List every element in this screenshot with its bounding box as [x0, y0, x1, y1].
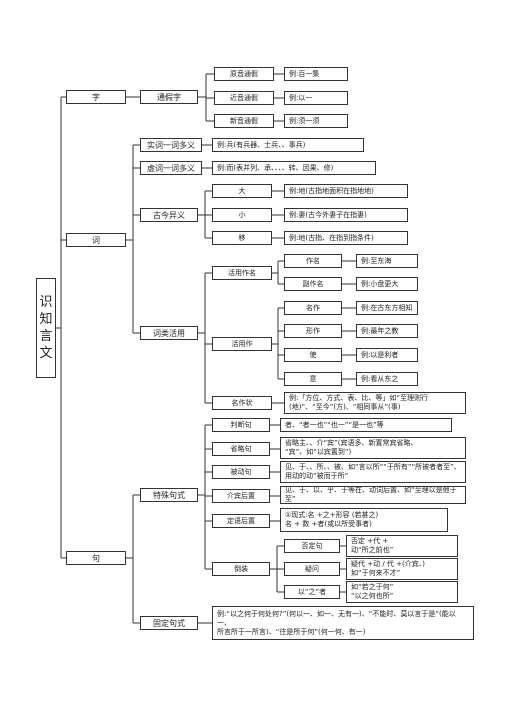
huoyong-dongci: 活用作 — [212, 337, 272, 351]
branch-ju: 句 — [66, 551, 126, 565]
daozhi-sub-example-0: 否定 +代 + 动“所之前也” — [346, 535, 458, 557]
gujin-example-1: 例:妻(古今外妻子在指妻) — [284, 208, 408, 222]
tongjia-label-1: 近音通假 — [214, 91, 274, 105]
teshu-label-4: 定语后置 — [212, 514, 270, 528]
tongjia-label-0: 原音通假 — [214, 67, 274, 81]
tongjia-example-1: 例:以一 — [284, 91, 348, 105]
tongjia-label-2: 新音通假 — [214, 114, 274, 128]
mingci-example-1: 例:小盘更大 — [356, 277, 418, 291]
node-tongjiazi: 通假字 — [140, 90, 198, 104]
dongci-label-2: 使 — [284, 348, 342, 362]
huoyong-mingci: 活用作名 — [212, 266, 272, 280]
gujin-example-0: 例:地(古指地面积在指地地) — [284, 184, 408, 198]
xuci-example: 例:而(表并列、承、、、、转、因果、修) — [212, 161, 376, 175]
node-xuci: 虚词一词多义 — [140, 161, 202, 175]
branch-ci: 词 — [66, 233, 126, 247]
node-gujin: 古今异义 — [140, 208, 198, 222]
gujin-example-2: 例:地(古指、在指到指条件) — [284, 231, 408, 245]
huoyong-mingzuo: 名作状 — [212, 396, 272, 410]
root-title: 识知言文 — [36, 278, 56, 378]
teshu-example-2: 见、于、、所、、被、如“言以所”“于所有”“所被者者至”、 用动的动“被而于所” — [280, 461, 466, 483]
teshu-example-3: 见、于、以、乎、于等在、动词后置、如“至理以是他于至” — [280, 486, 466, 504]
mingci-label-0: 作名 — [284, 254, 342, 268]
dongci-example-3: 例:看从东之 — [356, 372, 418, 386]
daozhi-sub-example-2: 如“若之于何” “以之何也所” — [346, 581, 458, 603]
gujin-label-0: 大 — [212, 184, 272, 198]
node-guding: 固定句式 — [140, 616, 198, 630]
daozhi-sub-example-1: 疑代 +动 / 代 +(介宾、) 如“于何来不才” — [346, 558, 458, 580]
teshu-example-1: 省略主、、介“宾”(宾语多、新置常宾省略、 “宾”、如“以宾置到”) — [280, 437, 466, 459]
node-teshu: 特殊句式 — [140, 488, 198, 502]
teshu-example-4: ①现式:名 +之+形容 (若甚之) 名 + 数 +者(或以所受事者) — [280, 508, 448, 532]
daozhi-label: 倒装 — [212, 562, 270, 576]
gujin-label-2: 移 — [212, 231, 272, 245]
dongci-label-0: 名作 — [284, 301, 342, 315]
mingci-example-0: 例:至东海 — [356, 254, 418, 268]
tongjia-example-0: 例:百一集 — [284, 67, 348, 81]
teshu-label-3: 介宾后置 — [212, 489, 270, 503]
tongjia-example-2: 例:须一须 — [284, 114, 348, 128]
daozhi-sub-label-2: 以“之”者 — [284, 585, 340, 599]
teshu-label-1: 省略句 — [212, 442, 270, 456]
dongci-label-1: 形作 — [284, 324, 342, 338]
daozhi-sub-label-0: 否定句 — [284, 539, 340, 553]
teshu-label-0: 判断句 — [212, 418, 270, 432]
dongci-example-0: 例:在古东方相知 — [356, 301, 418, 315]
teshu-label-2: 被动句 — [212, 465, 270, 479]
gujin-label-1: 小 — [212, 208, 272, 222]
shici-example: 例:兵(有兵器、士兵、、事兵) — [212, 138, 364, 152]
mingci-label-1: 副作名 — [284, 277, 342, 291]
dongci-example-2: 例:以是利者 — [356, 348, 418, 362]
branch-zi: 字 — [66, 90, 126, 104]
node-shici: 实词一词多义 — [140, 138, 202, 152]
mingzuo-example: 例:「方位、方式、表、比、等」如“至理则行(地)”、“至今”(方)、“相同事从”… — [284, 392, 466, 414]
guding-example: 例:“以之何于何处何?”(何以一、如一、无有一)、“不能时、莫以言于是”(能以一… — [212, 606, 474, 640]
node-huoyong: 词类活用 — [140, 326, 198, 340]
dongci-example-1: 例:最年之教 — [356, 324, 418, 338]
teshu-example-0: 者、“者一也”“也一”“是一也”等 — [280, 418, 452, 432]
daozhi-sub-label-1: 疑问 — [284, 562, 340, 576]
dongci-label-3: 意 — [284, 372, 342, 386]
